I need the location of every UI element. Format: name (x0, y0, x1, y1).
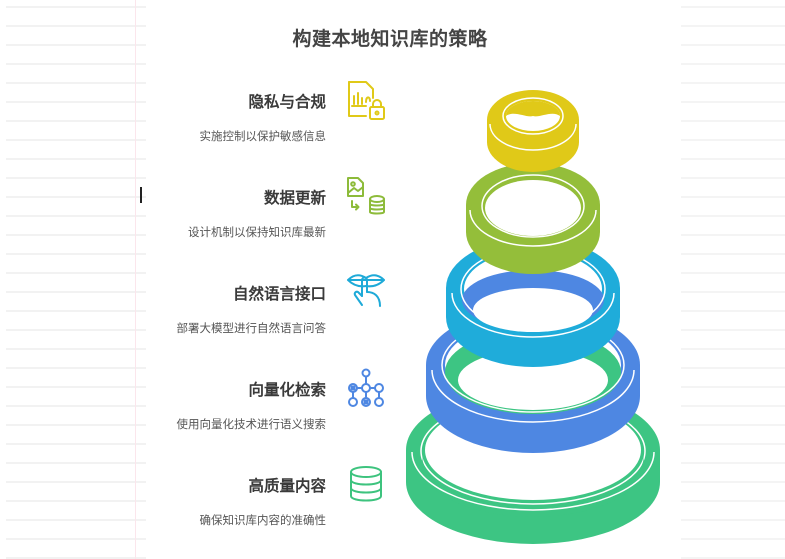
vector-network-icon (346, 368, 386, 408)
item-label: 隐私与合规 (248, 93, 326, 111)
document-chart-lock-icon (346, 80, 386, 120)
margin-line (135, 0, 136, 559)
text-cursor (140, 187, 142, 203)
item-label: 数据更新 (263, 189, 326, 207)
strategy-item-vector-search: 向量化检索 使用向量化技术进行语义搜索 (177, 378, 327, 432)
item-description: 部署大模型进行自然语言问答 (176, 321, 327, 335)
ring-level-2 (466, 163, 600, 274)
item-description: 使用向量化技术进行语义搜索 (176, 417, 327, 431)
notebook-lines-left (6, 0, 146, 559)
item-label: 自然语言接口 (232, 285, 326, 303)
lips-finger-icon (346, 272, 386, 312)
strategy-item-privacy: 隐私与合规 实施控制以保护敏感信息 (200, 90, 327, 144)
diagram-title: 构建本地知识库的策略 (292, 28, 488, 50)
item-description: 确保知识库内容的准确性 (199, 513, 327, 527)
item-description: 实施控制以保护敏感信息 (199, 129, 327, 143)
item-label: 向量化检索 (248, 381, 326, 399)
strategy-item-data-update: 数据更新 设计机制以保持知识库最新 (188, 186, 326, 240)
ring-level-1 (487, 90, 579, 172)
notebook-lines-right (681, 0, 785, 559)
database-icon (346, 464, 386, 504)
image-to-database-icon (346, 176, 386, 216)
strategy-item-quality-content: 高质量内容 确保知识库内容的准确性 (200, 474, 327, 528)
item-description: 设计机制以保持知识库最新 (188, 225, 326, 239)
item-label: 高质量内容 (248, 477, 326, 495)
ring-level-3 (446, 238, 620, 367)
strategy-item-nl-interface: 自然语言接口 部署大模型进行自然语言问答 (177, 282, 327, 336)
